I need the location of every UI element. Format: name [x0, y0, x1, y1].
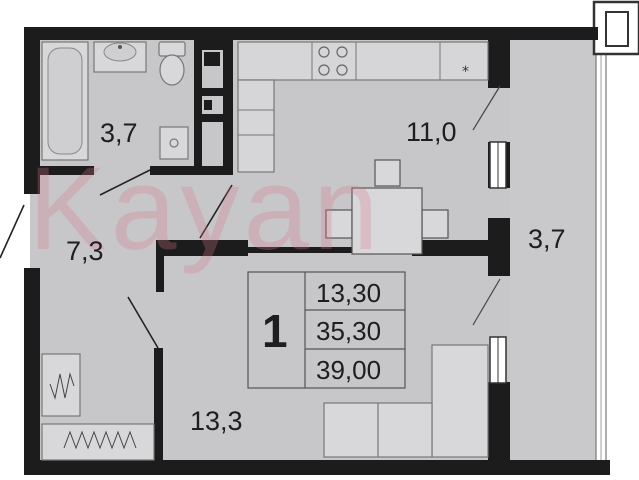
bathtub [41, 41, 89, 161]
door-swings [0, 169, 233, 349]
balcony-floor [510, 40, 600, 465]
sofa [323, 344, 489, 458]
kitchen-counter [237, 41, 489, 173]
balcony-corner-inner [605, 11, 629, 47]
sink [93, 41, 147, 73]
total-with-balcony-value: 39,00 [316, 355, 382, 385]
summary-table [247, 271, 406, 389]
living-space-value: 13,30 [316, 278, 382, 308]
shower-drain [159, 126, 189, 160]
fridge-snowflake-icon: * [462, 64, 469, 80]
balcony-area-label: 3,7 [528, 224, 566, 254]
kitchen-area-label: 11,0 [406, 117, 457, 147]
wardrobe [41, 353, 155, 461]
ventilation-shafts [204, 52, 220, 110]
total-space-value: 35,30 [316, 316, 382, 346]
bathroom-area-label: 3,7 [100, 118, 138, 148]
leader-lines [472, 85, 501, 326]
stove [318, 46, 348, 76]
inner-walls [38, 40, 502, 460]
dining-table [325, 159, 449, 255]
toilet [158, 41, 186, 86]
hall-area-label: 7,3 [66, 236, 104, 266]
rooms-count: 1 [262, 305, 288, 357]
living-area-label: 13,3 [190, 406, 243, 436]
